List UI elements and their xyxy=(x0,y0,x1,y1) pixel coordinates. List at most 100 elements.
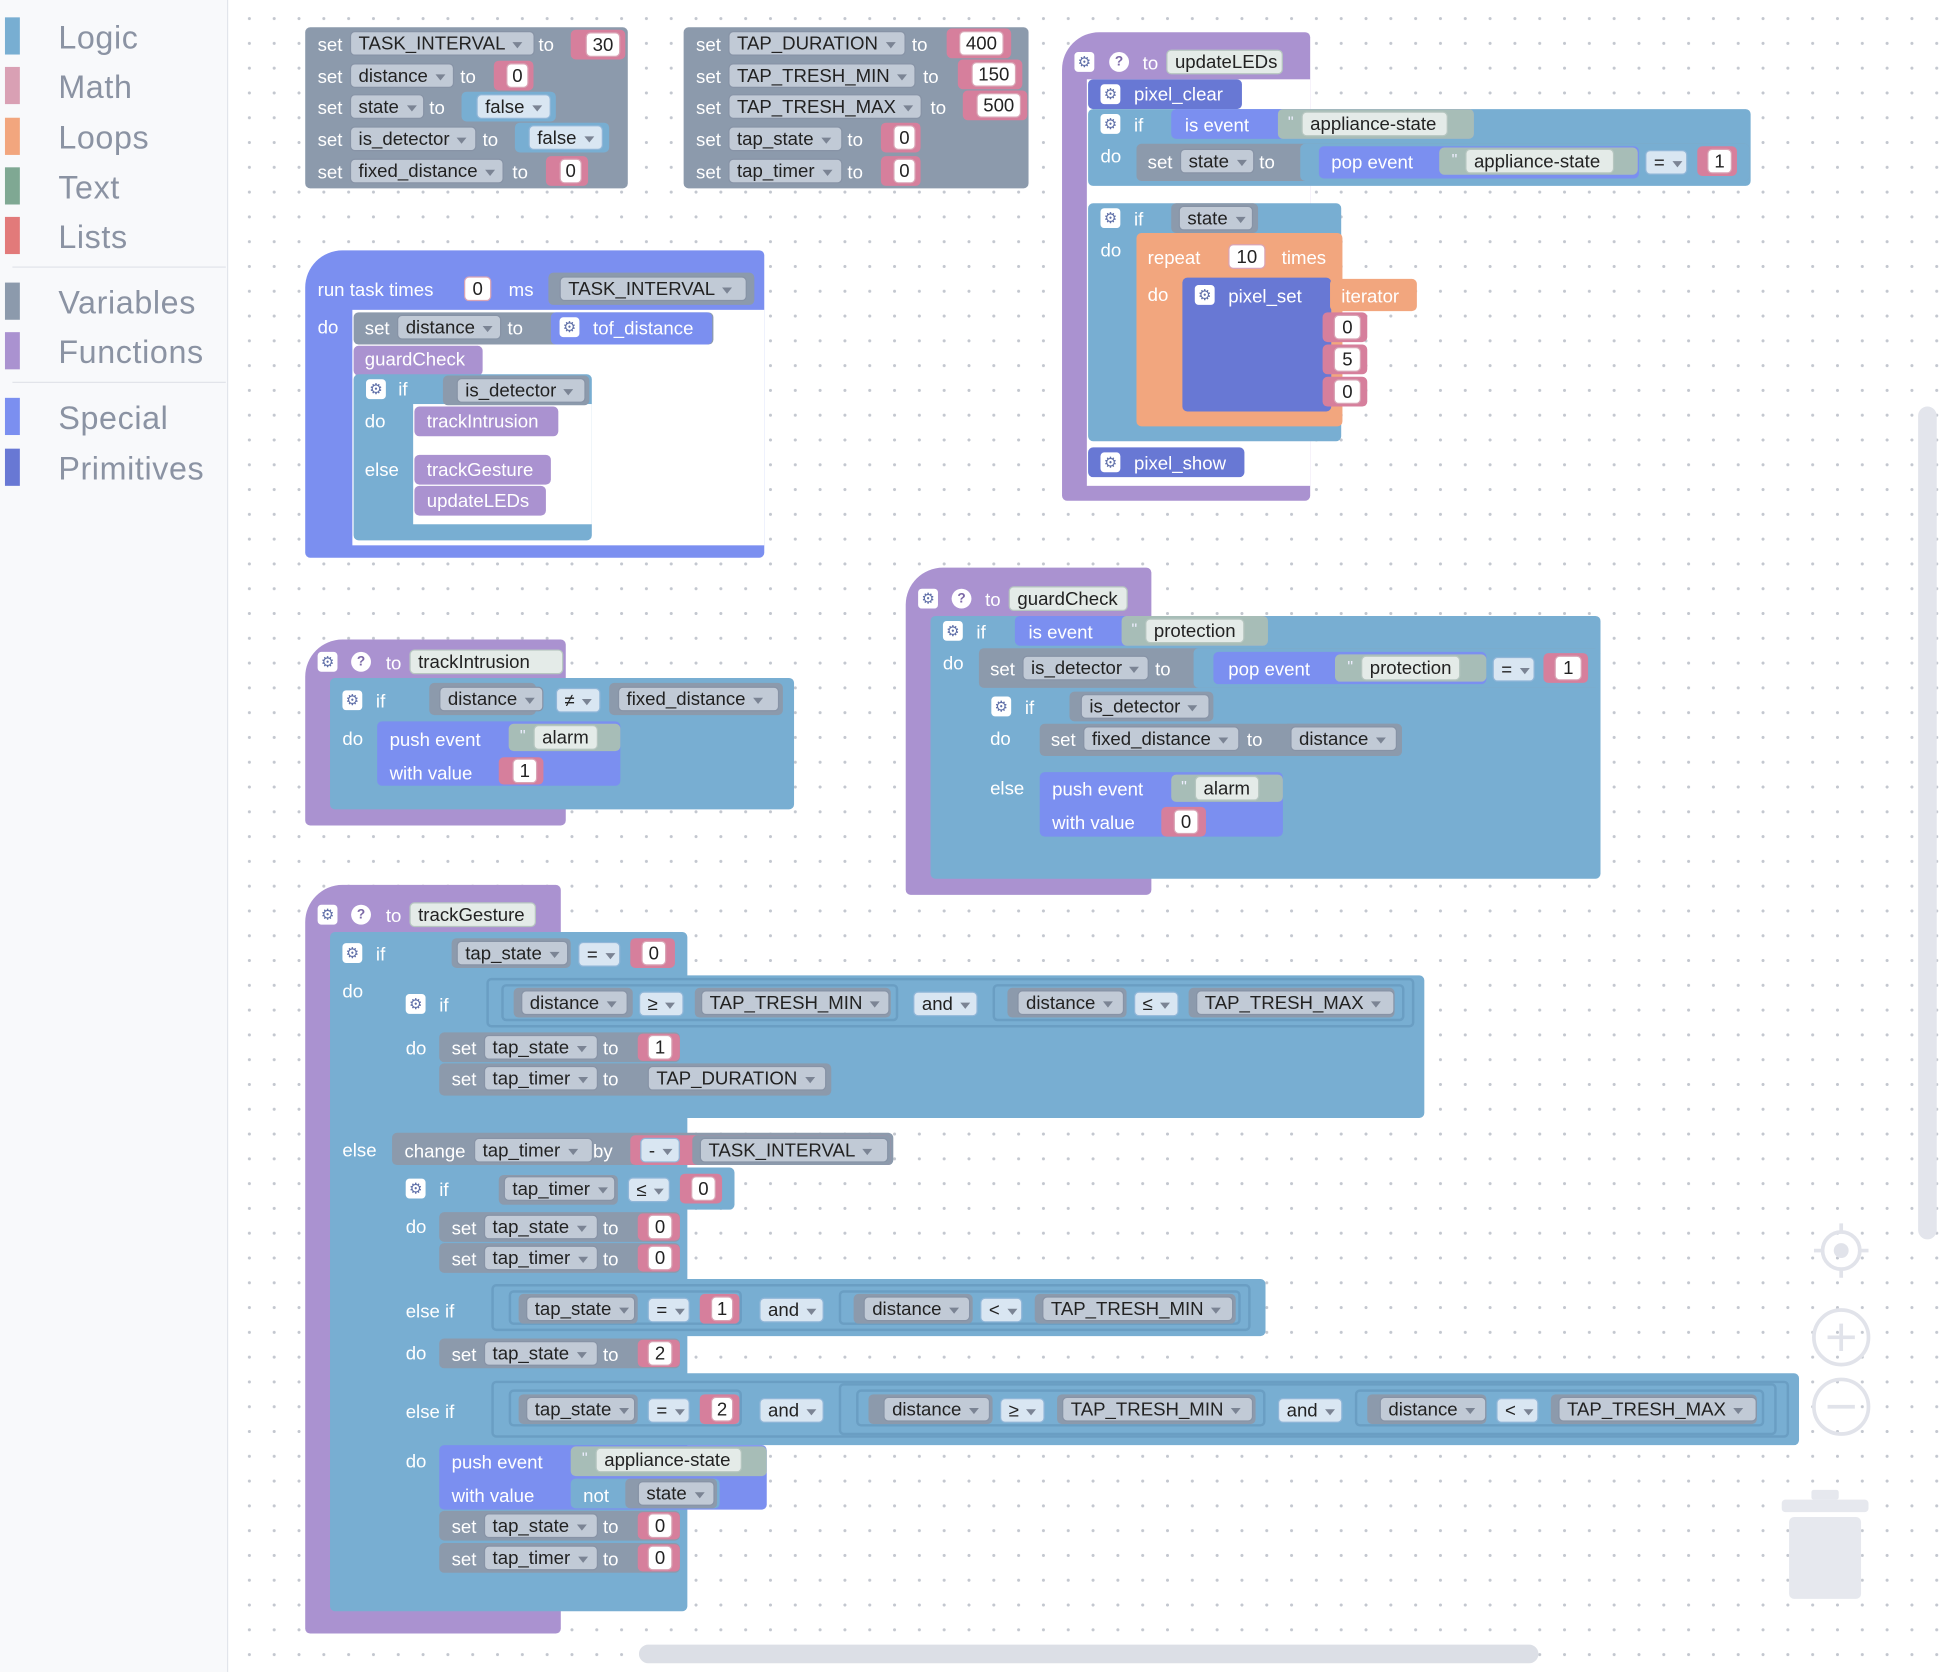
zoom-in-icon[interactable] xyxy=(1811,1308,1871,1367)
number-field[interactable]: 5 xyxy=(1333,347,1362,372)
var-dropdown[interactable]: fixed_distance xyxy=(617,686,780,712)
category-variables[interactable]: Variables xyxy=(0,280,227,322)
help-icon[interactable]: ? xyxy=(351,651,371,672)
var-dropdown[interactable]: is_detector xyxy=(1080,694,1210,719)
boolean-dropdown[interactable]: false xyxy=(528,125,603,150)
call-trackgesture-block[interactable] xyxy=(414,454,551,485)
number-field[interactable]: 10 xyxy=(1228,244,1266,269)
gear-icon[interactable]: ⚙ xyxy=(942,620,963,641)
operator-dropdown[interactable]: = xyxy=(1492,656,1535,682)
var-dropdown[interactable]: TAP_DURATION xyxy=(728,30,906,56)
string-field[interactable]: protection xyxy=(1145,618,1245,644)
gear-icon[interactable]: ⚙ xyxy=(1194,285,1215,305)
number-field[interactable]: 0 xyxy=(893,158,916,184)
number-field[interactable]: 0 xyxy=(1333,314,1362,340)
var-dropdown[interactable]: state xyxy=(1178,205,1254,231)
category-lists[interactable]: Lists xyxy=(0,214,227,256)
call-trackintrusion-block[interactable] xyxy=(414,406,559,437)
var-dropdown[interactable]: distance xyxy=(1017,990,1125,1016)
var-dropdown[interactable]: tap_timer xyxy=(483,1065,599,1091)
number-field[interactable]: 0 xyxy=(464,276,492,302)
and-dropdown[interactable]: and xyxy=(759,1297,824,1323)
and-dropdown[interactable]: and xyxy=(1277,1398,1343,1423)
operator-dropdown[interactable]: ≥ xyxy=(1000,1398,1045,1423)
operator-dropdown[interactable]: ≠ xyxy=(555,687,601,713)
var-dropdown[interactable]: tap_timer xyxy=(728,158,843,184)
gear-icon[interactable]: ⚙ xyxy=(342,690,363,711)
function-name-field[interactable]: trackIntrusion xyxy=(409,649,564,675)
string-field[interactable]: appliance-state xyxy=(595,1447,742,1473)
number-field[interactable]: 30 xyxy=(585,32,621,58)
var-dropdown[interactable]: is_detector xyxy=(1022,655,1149,681)
number-field[interactable]: 0 xyxy=(559,158,582,184)
category-special[interactable]: Special xyxy=(0,395,227,437)
call-updateleds-block[interactable] xyxy=(414,485,546,516)
var-dropdown[interactable]: TAP_TRESH_MIN xyxy=(728,63,916,88)
operator-dropdown[interactable]: = xyxy=(647,1398,690,1423)
operator-dropdown[interactable]: ≤ xyxy=(1133,991,1179,1017)
var-dropdown[interactable]: TASK_INTERVAL xyxy=(349,30,535,56)
operator-dropdown[interactable]: = xyxy=(578,941,621,967)
and-dropdown[interactable]: and xyxy=(759,1398,824,1423)
gear-icon[interactable]: ⚙ xyxy=(342,943,363,964)
var-dropdown[interactable]: tap_state xyxy=(526,1396,636,1422)
operator-dropdown[interactable]: = xyxy=(647,1297,690,1323)
category-loops[interactable]: Loops xyxy=(0,115,227,157)
gear-icon[interactable]: ⚙ xyxy=(1100,114,1121,134)
var-dropdown[interactable]: TASK_INTERVAL xyxy=(699,1137,889,1163)
var-dropdown[interactable]: fixed_distance xyxy=(349,158,504,184)
operator-dropdown[interactable]: < xyxy=(1496,1398,1539,1423)
number-field[interactable]: 500 xyxy=(976,92,1022,118)
gear-icon[interactable]: ⚙ xyxy=(991,696,1012,717)
zoom-out-icon[interactable] xyxy=(1811,1377,1871,1436)
var-dropdown[interactable]: distance xyxy=(1379,1396,1487,1422)
category-primitives[interactable]: Primitives xyxy=(0,446,227,488)
var-dropdown[interactable]: state xyxy=(349,94,425,119)
number-field[interactable]: 1 xyxy=(710,1296,734,1322)
var-dropdown[interactable]: TASK_INTERVAL xyxy=(559,276,747,302)
call-guardcheck-block[interactable] xyxy=(353,345,483,376)
var-dropdown[interactable]: TAP_TRESH_MIN xyxy=(1042,1296,1234,1322)
operator-dropdown[interactable]: ≥ xyxy=(638,991,684,1017)
number-field[interactable]: 0 xyxy=(641,940,667,966)
function-name-field[interactable]: guardCheck xyxy=(1008,586,1128,612)
boolean-dropdown[interactable]: false xyxy=(476,94,551,119)
function-name-field[interactable]: updateLEDs xyxy=(1166,49,1283,75)
gear-icon[interactable]: ⚙ xyxy=(366,379,386,400)
operator-dropdown[interactable]: ≤ xyxy=(627,1177,670,1203)
category-logic[interactable]: Logic xyxy=(0,15,227,57)
var-dropdown[interactable]: tap_timer xyxy=(483,1245,599,1271)
number-field[interactable]: 0 xyxy=(647,1513,673,1539)
number-field[interactable]: 0 xyxy=(647,1545,673,1571)
number-field[interactable]: 2 xyxy=(710,1396,734,1422)
var-dropdown[interactable]: fixed_distance xyxy=(1083,726,1240,752)
gear-icon[interactable]: ⚙ xyxy=(405,993,426,1014)
var-dropdown[interactable]: is_detector xyxy=(456,378,586,403)
function-name-field[interactable]: trackGesture xyxy=(409,902,536,928)
var-dropdown[interactable]: distance xyxy=(863,1296,971,1322)
gear-icon[interactable]: ⚙ xyxy=(918,588,938,609)
number-field[interactable]: 0 xyxy=(647,1214,673,1240)
category-math[interactable]: Math xyxy=(0,64,227,106)
category-functions[interactable]: Functions xyxy=(0,330,227,372)
recenter-icon[interactable] xyxy=(1813,1223,1869,1278)
var-dropdown[interactable]: distance xyxy=(883,1396,991,1422)
var-dropdown[interactable]: tap_state xyxy=(483,1034,599,1060)
string-field[interactable]: appliance-state xyxy=(1301,111,1448,137)
var-dropdown[interactable]: tap_timer xyxy=(483,1545,599,1571)
number-field[interactable]: 0 xyxy=(893,125,916,150)
gear-icon[interactable]: ⚙ xyxy=(1100,84,1121,105)
var-dropdown[interactable]: tap_timer xyxy=(503,1176,616,1201)
number-field[interactable]: 1 xyxy=(1554,655,1582,681)
trash-icon[interactable] xyxy=(1781,1489,1871,1604)
vertical-scrollbar[interactable] xyxy=(1918,406,1937,1240)
var-dropdown[interactable]: tap_state xyxy=(728,126,843,152)
string-field[interactable]: alarm xyxy=(533,725,599,750)
operator-dropdown[interactable]: - xyxy=(640,1137,680,1163)
gear-icon[interactable]: ⚙ xyxy=(1100,452,1121,473)
var-dropdown[interactable]: distance xyxy=(521,990,628,1016)
var-dropdown[interactable]: TAP_TRESH_MIN xyxy=(700,990,890,1016)
var-dropdown[interactable]: distance xyxy=(439,686,544,712)
number-field[interactable]: 0 xyxy=(1333,379,1362,405)
string-field[interactable]: appliance-state xyxy=(1465,148,1615,174)
